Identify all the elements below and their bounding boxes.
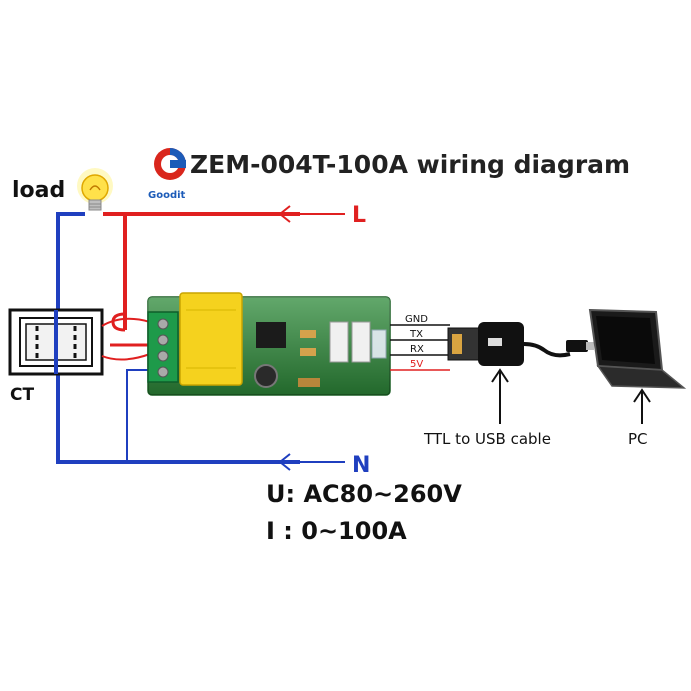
- signal-5v: 5V: [410, 359, 423, 370]
- pc-label: PC: [628, 430, 648, 448]
- brand-name: Goodit: [148, 190, 186, 201]
- ttl-usb-adapter: [447, 322, 594, 366]
- signal-rx: RX: [410, 344, 424, 355]
- ct-leads: [101, 317, 151, 361]
- neutral-arrow-icon: [278, 453, 345, 471]
- cable-pointer-arrow-icon: [491, 368, 509, 424]
- neutral-wire-to-board: [126, 369, 150, 462]
- optocoupler: [351, 321, 371, 363]
- signal-gnd: GND: [405, 314, 428, 325]
- optocoupler: [329, 321, 349, 363]
- ct-label: CT: [10, 385, 34, 405]
- voltage-spec: U: AC80~260V: [266, 480, 462, 508]
- current-transformer: [8, 308, 104, 376]
- signal-lines: [390, 324, 450, 371]
- line-arrow-icon: [278, 205, 345, 223]
- ic-chip: [256, 322, 286, 348]
- lightbulb-icon: [77, 168, 113, 211]
- load-label: load: [12, 178, 65, 203]
- transformer: [179, 292, 243, 386]
- pc-pointer-arrow-icon: [633, 388, 651, 424]
- capacitor: [254, 364, 278, 388]
- line-label: L: [352, 203, 366, 228]
- pzem-board: [147, 292, 391, 396]
- current-spec: I : 0~100A: [266, 517, 407, 545]
- signal-tx: TX: [409, 329, 423, 340]
- diagram-title: ZEM-004T-100A wiring diagram: [190, 150, 630, 179]
- ttl-usb-label: TTL to USB cable: [423, 430, 551, 448]
- neutral-label: N: [352, 453, 370, 478]
- goodit-logo: Goodit: [148, 148, 186, 201]
- laptop-icon: [588, 308, 687, 389]
